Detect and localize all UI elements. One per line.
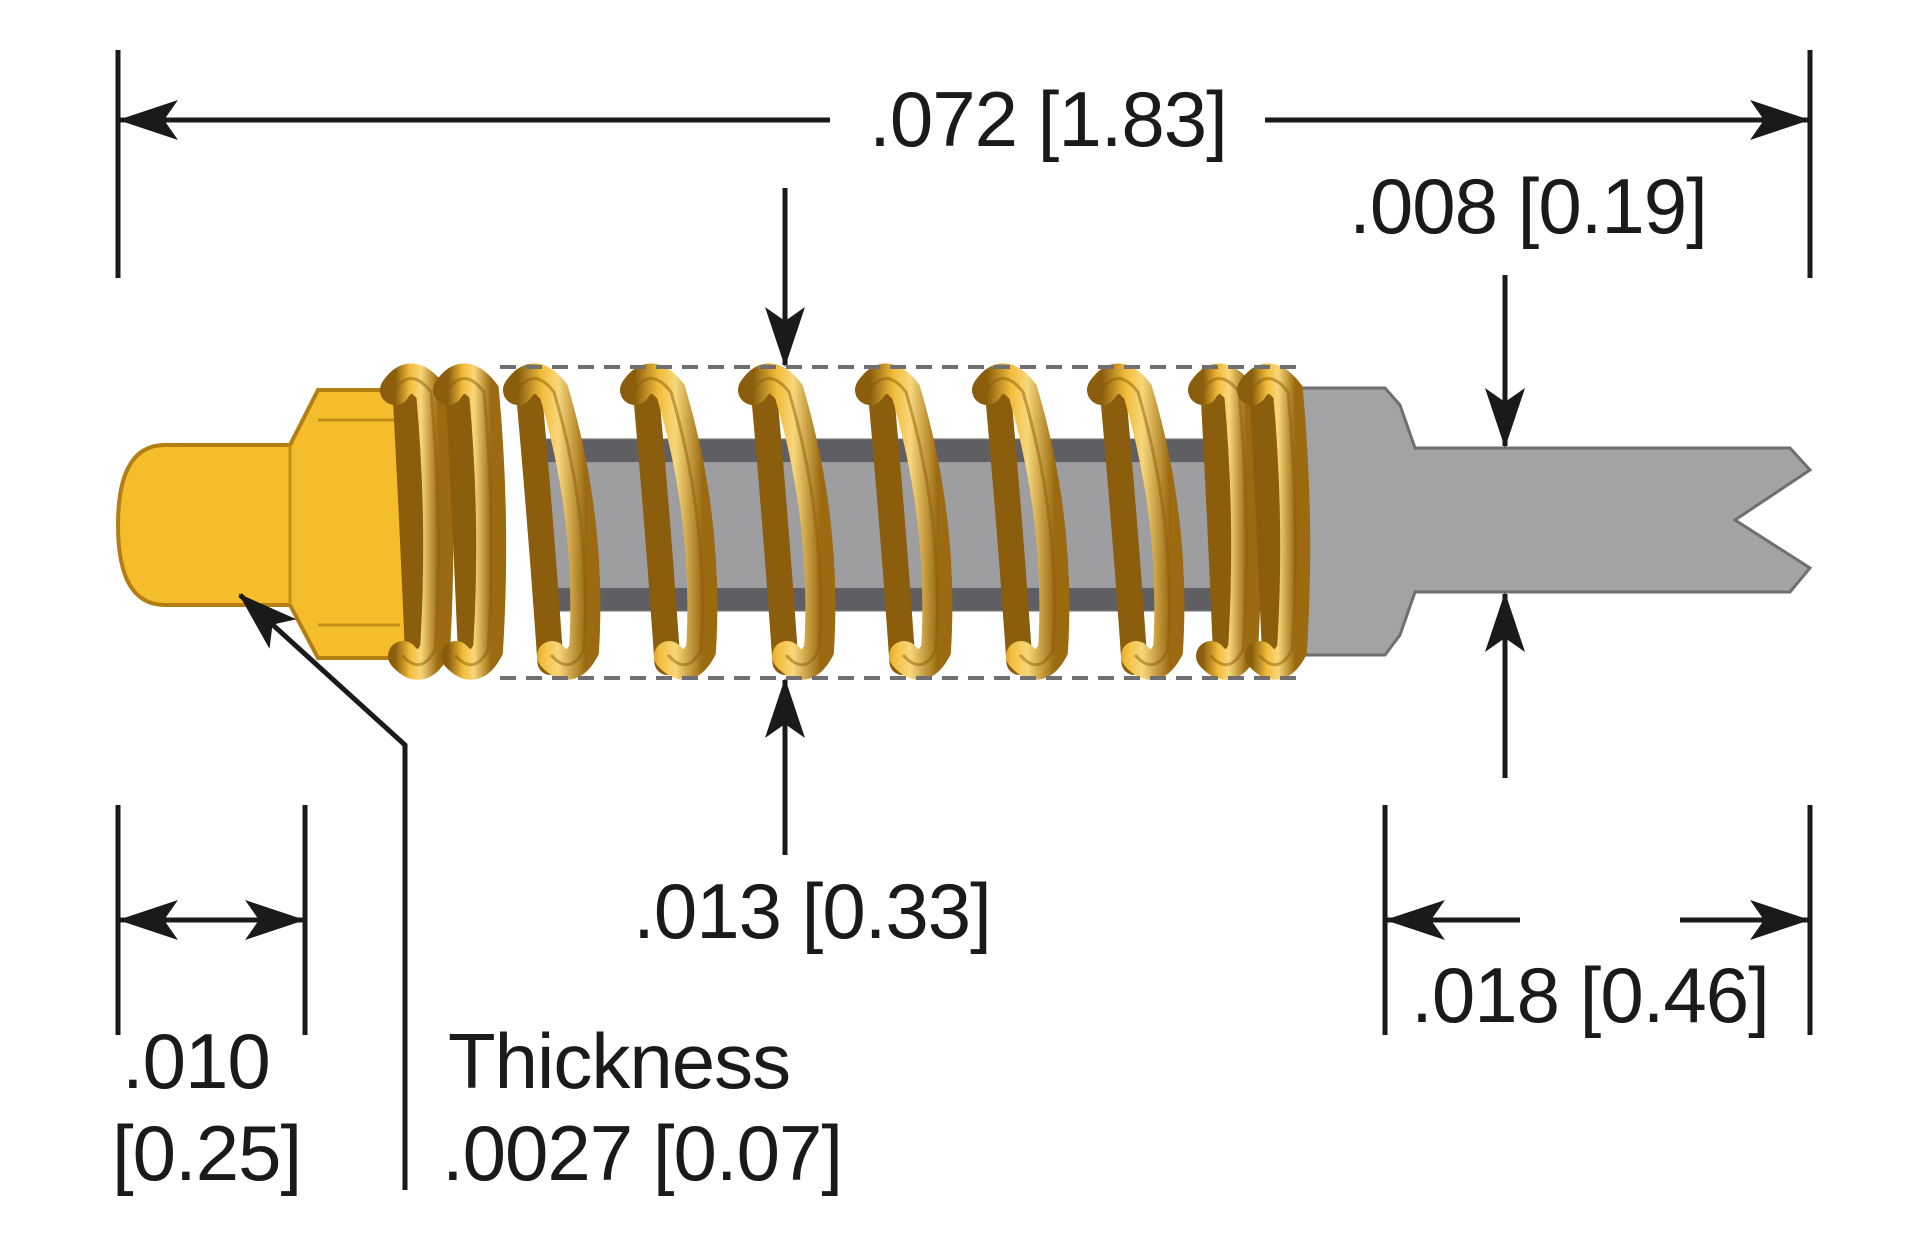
spring-coil-back [750, 369, 799, 675]
spring-coil-back [515, 369, 564, 675]
spring-coil-edge [1100, 377, 1171, 667]
spring-coil-back [1099, 369, 1148, 675]
spring-coil-edge [751, 377, 822, 667]
spring-coil-edge [446, 377, 493, 667]
spring-coil-edge [516, 377, 587, 667]
spring-coil-back [1249, 369, 1289, 675]
spring-coil-back [445, 369, 485, 675]
dimension-labels: .072 [1.83] .008 [0.19] .013 [0.33] .010… [112, 75, 1770, 1197]
spring-coil-edge [1250, 377, 1297, 667]
tip-width-label-line1: .010 [122, 1017, 270, 1105]
tail-length-label: .018 [0.46] [1411, 951, 1769, 1039]
thickness-value: .0027 [0.07] [442, 1109, 842, 1197]
spring-diameter-label: .013 [0.33] [633, 867, 991, 955]
tail-width-label: .008 [0.19] [1349, 162, 1707, 250]
spring-coil-edge [393, 377, 440, 667]
spring-coil-back [632, 369, 681, 675]
dimension-lines [118, 100, 1810, 1190]
spring-coil-edge [1201, 377, 1248, 667]
plunger-tail [1288, 386, 1813, 657]
spring-envelope [500, 365, 1300, 680]
thickness-label: Thickness [448, 1017, 790, 1105]
spring-coil-edge [868, 377, 939, 667]
thickness-leader [238, 593, 408, 1190]
probe-body [115, 363, 1813, 680]
spring-coils [380, 363, 1311, 680]
spring-coil-edge [985, 377, 1056, 667]
gold-tip [115, 388, 422, 660]
spring-coil-edge [633, 377, 704, 667]
tip-width-label-line2: [0.25] [112, 1109, 301, 1197]
spring-coil-back [392, 369, 432, 675]
barrel-groove-bottom [540, 588, 1300, 610]
spring-coil-back [867, 369, 916, 675]
spring-coil-back [1200, 369, 1240, 675]
overall-length-label: .072 [1.83] [869, 75, 1227, 163]
spring-coil-back [984, 369, 1033, 675]
